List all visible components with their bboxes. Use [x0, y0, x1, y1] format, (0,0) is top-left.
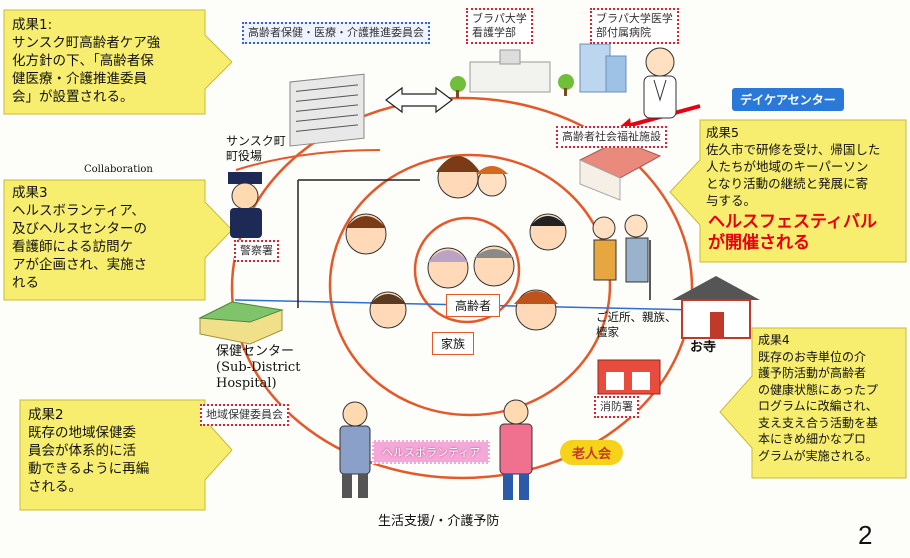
police-figure	[228, 172, 262, 238]
outcome4-shape	[719, 327, 907, 479]
outcome2-shape	[19, 399, 233, 511]
health-center-label: 保健センター (Sub-District Hospital)	[216, 344, 301, 391]
temple-building	[672, 276, 760, 339]
university-faculty-tag: ブラパ大学 看護学部	[466, 8, 533, 44]
outcome1-callout: 成果1: サンスク町高齢者ケア強 化方針の下、「高齢者保 健医療・介護推進委員 …	[12, 17, 161, 105]
outcome1-shape	[3, 9, 233, 115]
fire-station-tag: 消防署	[594, 396, 639, 418]
welfare-house	[578, 139, 662, 201]
health-festival-highlight: ヘルスフェスティバル が開催される	[708, 212, 877, 253]
elderly-label: 高齢者	[446, 294, 501, 317]
collaboration-label: Collaboration	[84, 164, 153, 175]
doctor-figure	[643, 47, 677, 119]
community-committee-tag: 地域保健委員会	[200, 404, 289, 426]
face-group	[345, 156, 567, 331]
elderly-club-tag: 老人会	[560, 440, 624, 465]
outcome3-callout: 成果3 ヘルスボランティア、 及びヘルスセンターの 看護師による訪問ケ アが企画…	[12, 185, 148, 291]
temple-label: お寺	[690, 340, 717, 355]
police-tag: 警察署	[234, 240, 279, 262]
fire-station-building	[597, 359, 661, 395]
office-building	[289, 73, 365, 147]
middle-ring	[328, 153, 612, 417]
health-center-building	[198, 301, 284, 345]
outcome4-callout: 成果4 既存のお寺単位の介 護予防活動が高齢者 の健康状態にあったプ ログラムに…	[758, 333, 879, 463]
outcome5-shape	[669, 119, 907, 263]
orange-arc	[235, 149, 381, 171]
town-office-label: サンスク町 町役場	[226, 134, 286, 163]
family-label: 家族	[432, 332, 475, 355]
volunteer-figures	[339, 399, 533, 500]
hospital-building	[579, 43, 627, 93]
inner-ring	[413, 216, 521, 324]
welfare-facility-tag: 高齢者社会福祉施設	[556, 126, 667, 148]
committee-tag: 高齢者保健・医療・介護推進委員会	[242, 22, 430, 44]
outcome3-shape	[3, 179, 233, 301]
neighbors-label: ご近所、親族、 檀家	[596, 310, 677, 339]
outcome2-callout: 成果2 既存の地域保健委 員会が体系的に活 動できるように再編 される。	[28, 407, 150, 495]
neighbors-figure	[592, 214, 649, 283]
university-building	[450, 49, 574, 98]
day-care-tag: デイケアセンター	[732, 88, 844, 111]
volunteer-tag: ヘルスボランティア	[372, 440, 491, 464]
two-way-arrow	[385, 86, 453, 114]
page-number: 2	[858, 520, 873, 550]
outer-ring	[230, 96, 694, 480]
university-hospital-tag: ブラパ大学医学 部付属病院	[590, 8, 679, 44]
bottom-label: 生活支援/・介護予防	[378, 514, 500, 529]
outcome5-callout: 成果5 佐久市で研修を受け、帰国した 人たちが地域のキーパーソン となり活動の継…	[706, 125, 881, 208]
